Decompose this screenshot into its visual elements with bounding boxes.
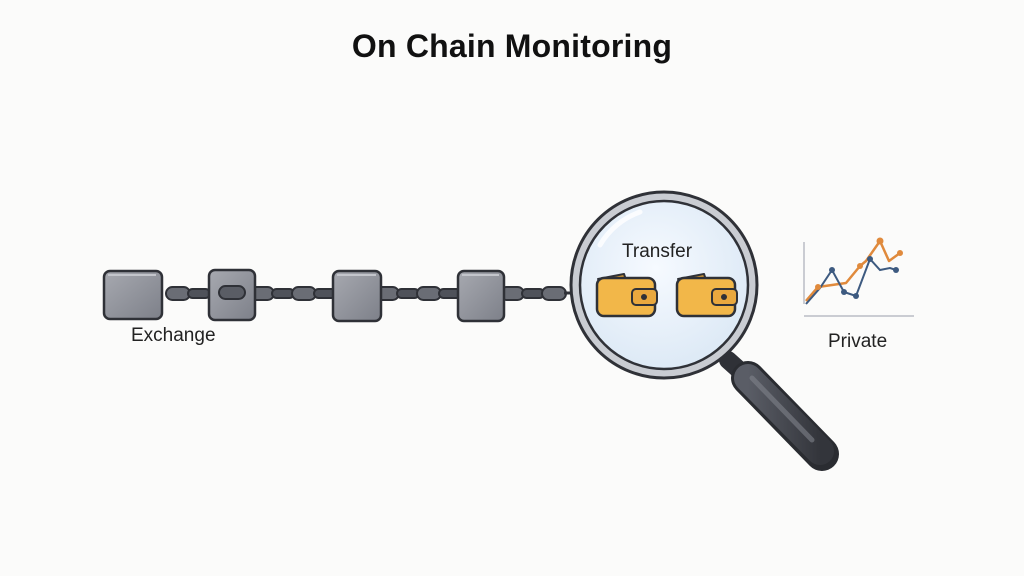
private-label: Private — [828, 331, 888, 352]
diagram-title: On Chain Monitoring — [351, 28, 673, 64]
chain-link-icon — [374, 286, 462, 301]
magnifying-glass-icon — [569, 190, 839, 471]
block-icon — [102, 269, 164, 321]
chain-link-icon — [165, 286, 211, 301]
magnifier-handle — [719, 351, 839, 471]
chain-link-icon — [499, 286, 580, 301]
line-chart-icon — [803, 237, 914, 317]
chart-series-orange — [805, 239, 901, 302]
block-icon — [331, 269, 383, 323]
exchange-label: Exchange — [131, 325, 216, 346]
transfer-label: Transfer — [622, 241, 693, 262]
chain-link-icon — [249, 286, 337, 301]
wallet-icon — [595, 273, 658, 318]
wallet-icon — [675, 273, 738, 318]
block-icon — [207, 268, 257, 322]
chart-series-blue — [805, 257, 897, 305]
block-icon — [456, 269, 506, 323]
